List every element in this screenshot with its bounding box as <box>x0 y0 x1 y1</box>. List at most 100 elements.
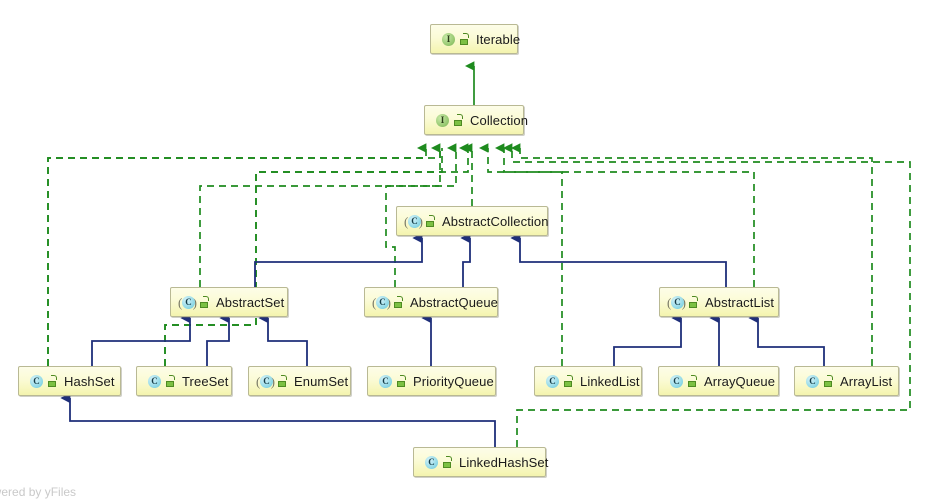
stereotype-marker: C <box>671 295 684 309</box>
edge-linkedlist-to-abstractlist <box>613 312 682 366</box>
class-icon: C <box>544 374 559 389</box>
stereotype-marker: C <box>376 295 389 309</box>
uml-node-iterable[interactable]: I Iterable <box>430 24 521 54</box>
padlock-body <box>278 381 286 387</box>
edge-abstractlist-to-abstractcollection <box>510 232 727 287</box>
uml-node-enumset[interactable]: ()C EnumSet <box>248 366 351 396</box>
uml-node-priorityqueue[interactable]: C PriorityQueue <box>367 366 496 396</box>
padlock-shackle <box>567 375 573 380</box>
uml-node-abstractlist[interactable]: ()C AbstractList <box>659 287 779 317</box>
class-icon: C <box>146 374 161 389</box>
edge-hashset-to-abstractset <box>91 312 191 366</box>
padlock-shackle <box>169 375 175 380</box>
uml-node-treeset[interactable]: C TreeSet <box>136 366 232 396</box>
padlock-body <box>48 381 56 387</box>
stereotype-marker: C <box>670 374 683 388</box>
interface-icon: I <box>440 32 455 47</box>
uml-node-arrayqueue[interactable]: C ArrayQueue <box>658 366 779 396</box>
uml-node-label: AbstractQueue <box>410 294 499 310</box>
abstract-paren-left: ( <box>667 294 672 310</box>
abstract-paren-left: ( <box>372 294 377 310</box>
padlock-shackle <box>692 296 698 301</box>
unlocked-padlock-icon <box>687 375 698 387</box>
edge-hashset-to-collection <box>47 148 441 366</box>
uml-node-label: TreeSet <box>182 373 229 389</box>
uml-node-label: AbstractList <box>705 294 775 310</box>
abstract-paren-left: ( <box>256 373 261 389</box>
uml-node-label: Collection <box>470 112 529 128</box>
padlock-body <box>397 381 405 387</box>
unlocked-padlock-icon <box>688 296 699 308</box>
watermark-yfiles: Powered by yFiles <box>0 485 77 499</box>
padlock-body <box>564 381 572 387</box>
padlock-shackle <box>203 296 209 301</box>
uml-node-label: EnumSet <box>294 373 349 389</box>
abstract-paren-left: ( <box>404 213 409 229</box>
stereotype-marker: C <box>30 374 43 388</box>
padlock-shackle <box>446 456 452 461</box>
unlocked-padlock-icon <box>165 375 176 387</box>
padlock-shackle <box>51 375 57 380</box>
uml-node-linkedhashset[interactable]: C LinkedHashSet <box>413 447 549 477</box>
stereotype-marker: C <box>379 374 392 388</box>
edge-treeset-to-abstractset <box>206 312 230 366</box>
class-icon: C <box>28 374 43 389</box>
padlock-shackle <box>457 114 463 119</box>
uml-node-label: AbstractCollection <box>442 213 549 229</box>
uml-node-label: HashSet <box>64 373 115 389</box>
stereotype-marker: I <box>436 113 449 127</box>
unlocked-padlock-icon <box>47 375 58 387</box>
class-icon: C <box>423 455 438 470</box>
unlocked-padlock-icon <box>425 215 436 227</box>
padlock-body <box>426 221 434 227</box>
stereotype-marker: C <box>148 374 161 388</box>
edge-enumset-to-abstractset <box>258 312 308 366</box>
unlocked-padlock-icon <box>563 375 574 387</box>
unlocked-padlock-icon <box>823 375 834 387</box>
uml-node-label: AbstractSet <box>216 294 285 310</box>
uml-node-hashset[interactable]: C HashSet <box>18 366 121 396</box>
edge-linkedhashset-to-hashset <box>60 392 496 447</box>
uml-node-label: LinkedHashSet <box>459 454 549 470</box>
stereotype-marker: C <box>806 374 819 388</box>
edge-linkedlist-to-collection <box>478 143 563 366</box>
unlocked-padlock-icon <box>277 375 288 387</box>
unlocked-padlock-icon <box>453 114 464 126</box>
abstract-class-icon: ()C <box>256 373 275 389</box>
padlock-shackle <box>281 375 287 380</box>
unlocked-padlock-icon <box>393 296 404 308</box>
padlock-body <box>394 302 402 308</box>
inheritance-edges <box>60 232 825 447</box>
unlocked-padlock-icon <box>459 33 470 45</box>
padlock-shackle <box>400 375 406 380</box>
abstract-class-icon: ()C <box>372 294 391 310</box>
padlock-body <box>454 120 462 126</box>
abstract-paren-left: ( <box>178 294 183 310</box>
uml-node-label: ArrayQueue <box>704 373 776 389</box>
padlock-shackle <box>463 33 469 38</box>
abstract-class-icon: ()C <box>667 294 686 310</box>
padlock-body <box>688 381 696 387</box>
stereotype-marker: C <box>260 374 273 388</box>
class-icon: C <box>804 374 819 389</box>
uml-node-label: Iterable <box>476 31 521 47</box>
padlock-body <box>443 462 451 468</box>
uml-node-abstractqueue[interactable]: ()C AbstractQueue <box>364 287 498 317</box>
padlock-body <box>200 302 208 308</box>
padlock-shackle <box>691 375 697 380</box>
uml-node-arraylist[interactable]: C ArrayList <box>794 366 899 396</box>
edge-arraylist-to-collection <box>510 143 873 366</box>
padlock-shackle <box>827 375 833 380</box>
uml-node-label: PriorityQueue <box>413 373 494 389</box>
uml-node-label: ArrayList <box>840 373 893 389</box>
stereotype-marker: C <box>408 214 421 228</box>
padlock-body <box>166 381 174 387</box>
edge-hashset-to-collection-head <box>47 143 427 366</box>
uml-node-collection[interactable]: I Collection <box>424 105 528 135</box>
stereotype-marker: C <box>425 455 438 469</box>
